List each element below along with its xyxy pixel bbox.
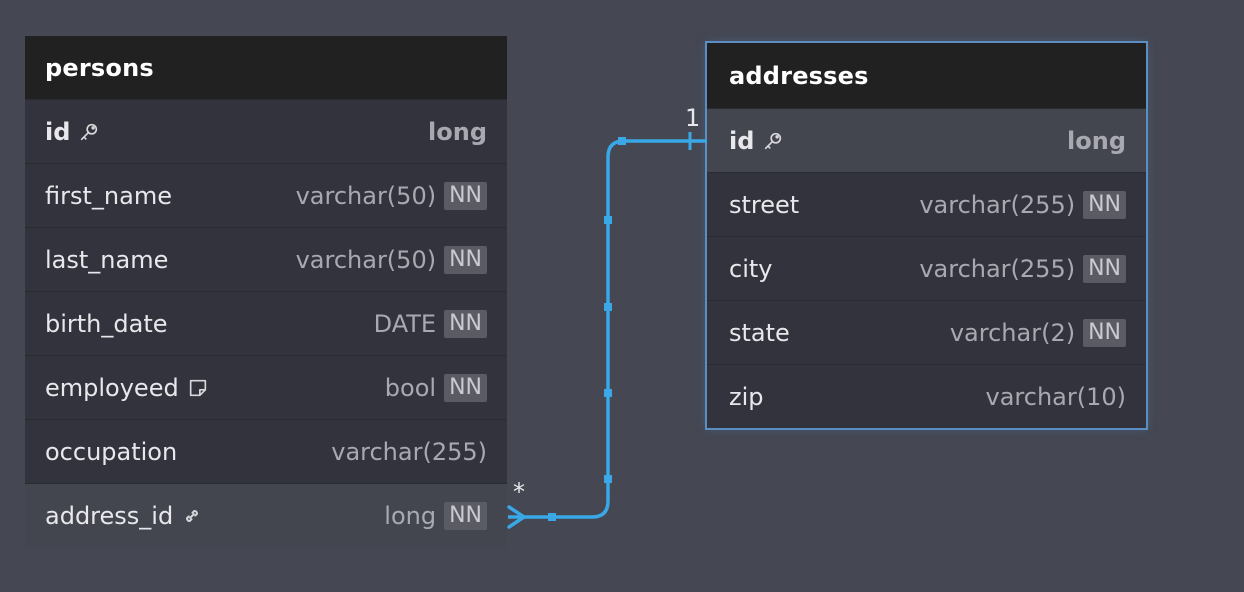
field-name: birth_date <box>45 309 168 338</box>
addresses-row-street[interactable]: street varchar(255)NN <box>707 172 1146 236</box>
addresses-table[interactable]: addresses id long street varchar(255)NN … <box>707 43 1146 428</box>
field-name: last_name <box>45 245 169 274</box>
waypoint-handle <box>604 216 612 224</box>
field-type: long <box>1067 126 1126 155</box>
addresses-row-state[interactable]: state varchar(2)NN <box>707 300 1146 364</box>
field-type: varchar(2) <box>949 318 1076 347</box>
field-name: address_id <box>45 501 174 530</box>
field-type: varchar(10) <box>985 382 1127 411</box>
field-name: employeed <box>45 373 179 402</box>
persons-row-id[interactable]: id long <box>25 99 507 163</box>
key-icon <box>78 121 100 143</box>
field-type: varchar(255) <box>919 190 1076 219</box>
not-null-badge: NN <box>444 501 487 530</box>
addresses-row-city[interactable]: city varchar(255)NN <box>707 236 1146 300</box>
field-name: zip <box>729 382 764 411</box>
field-name: id <box>729 126 755 155</box>
field-type: varchar(255) <box>331 437 487 466</box>
note-icon[interactable] <box>187 377 209 399</box>
not-null-badge: NN <box>444 245 487 274</box>
not-null-badge: NN <box>1083 318 1126 347</box>
field-name: occupation <box>45 437 178 466</box>
not-null-badge: NN <box>444 309 487 338</box>
field-type: varchar(50) <box>295 245 437 274</box>
field-name: first_name <box>45 181 172 210</box>
persons-table[interactable]: persons id long first_name varchar(50)NN… <box>25 36 507 547</box>
persons-row-first-name[interactable]: first_name varchar(50)NN <box>25 163 507 227</box>
waypoint-handle <box>604 303 612 311</box>
field-type: long <box>428 117 487 146</box>
field-type: long <box>384 501 437 530</box>
field-name: id <box>45 117 71 146</box>
persons-table-header[interactable]: persons <box>25 36 507 99</box>
waypoint-handles[interactable] <box>548 137 626 521</box>
field-type: bool <box>384 373 437 402</box>
field-type: varchar(50) <box>295 181 437 210</box>
addresses-row-id[interactable]: id long <box>707 108 1146 172</box>
addresses-row-zip[interactable]: zip varchar(10) <box>707 364 1146 428</box>
key-icon <box>762 130 784 152</box>
waypoint-handle <box>618 137 626 145</box>
addresses-table-header[interactable]: addresses <box>707 43 1146 108</box>
crows-foot-marker <box>507 505 526 529</box>
link-icon <box>181 505 203 527</box>
field-name: city <box>729 254 773 283</box>
field-type: DATE <box>373 309 437 338</box>
addresses-table-title: addresses <box>729 61 869 90</box>
field-name: street <box>729 190 800 219</box>
persons-table-title: persons <box>45 53 154 82</box>
persons-row-occupation[interactable]: occupation varchar(255) <box>25 419 507 483</box>
not-null-badge: NN <box>444 373 487 402</box>
many-cardinality-label: * <box>513 478 525 506</box>
waypoint-handle <box>604 475 612 483</box>
relationship-line[interactable] <box>508 139 707 519</box>
waypoint-handle <box>548 513 556 521</box>
field-name: state <box>729 318 790 347</box>
not-null-badge: NN <box>444 181 487 210</box>
field-type: varchar(255) <box>919 254 1076 283</box>
persons-row-last-name[interactable]: last_name varchar(50)NN <box>25 227 507 291</box>
waypoint-handle <box>604 389 612 397</box>
not-null-badge: NN <box>1083 190 1126 219</box>
one-cardinality-label: 1 <box>685 104 701 132</box>
not-null-badge: NN <box>1083 254 1126 283</box>
